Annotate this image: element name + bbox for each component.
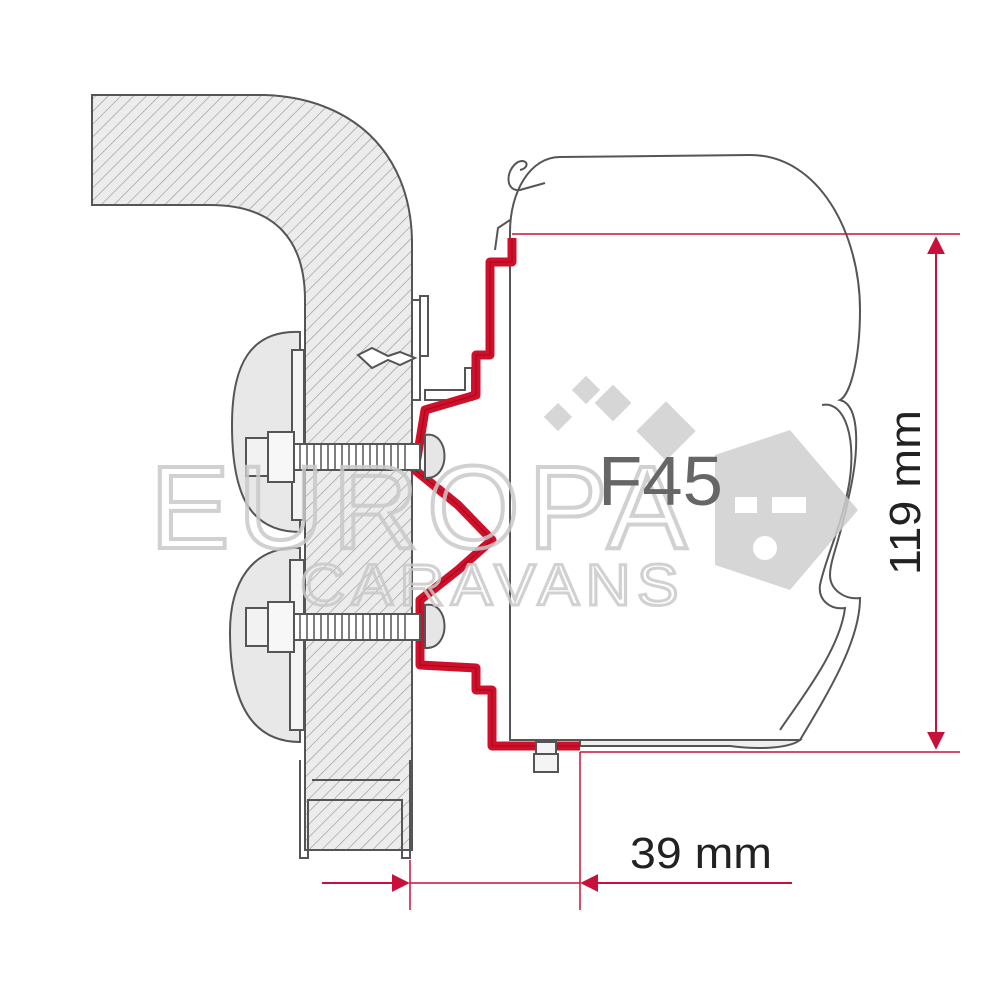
awning-cassette: [509, 153, 862, 741]
depth-dimension-label: 39 mm: [630, 829, 772, 878]
height-dimension: 119 mm: [512, 233, 960, 753]
cassette-rear-edge: [494, 219, 511, 251]
lower-profile: [299, 760, 411, 859]
watermark-logo-icon: [543, 375, 858, 590]
cassette-bottom-lip: [579, 739, 803, 749]
cassette-inner-groove: [779, 403, 853, 731]
watermark-line2: CARAVANS: [300, 553, 685, 618]
height-dimension-label: 119 mm: [881, 410, 930, 575]
adapter-bracket-outline: [414, 238, 580, 747]
model-label: F45: [598, 442, 723, 520]
cassette-top-hook: [507, 160, 546, 192]
bolt-upper: [245, 431, 446, 483]
watermark-line1: EUROPA: [150, 442, 695, 574]
cassette-nut: [533, 741, 559, 773]
depth-dimension: 39 mm: [322, 752, 792, 910]
bolt-lower: [245, 601, 446, 653]
vehicle-wall-profile: [91, 94, 413, 851]
watermark: EUROPA CARAVANS: [148, 375, 858, 620]
